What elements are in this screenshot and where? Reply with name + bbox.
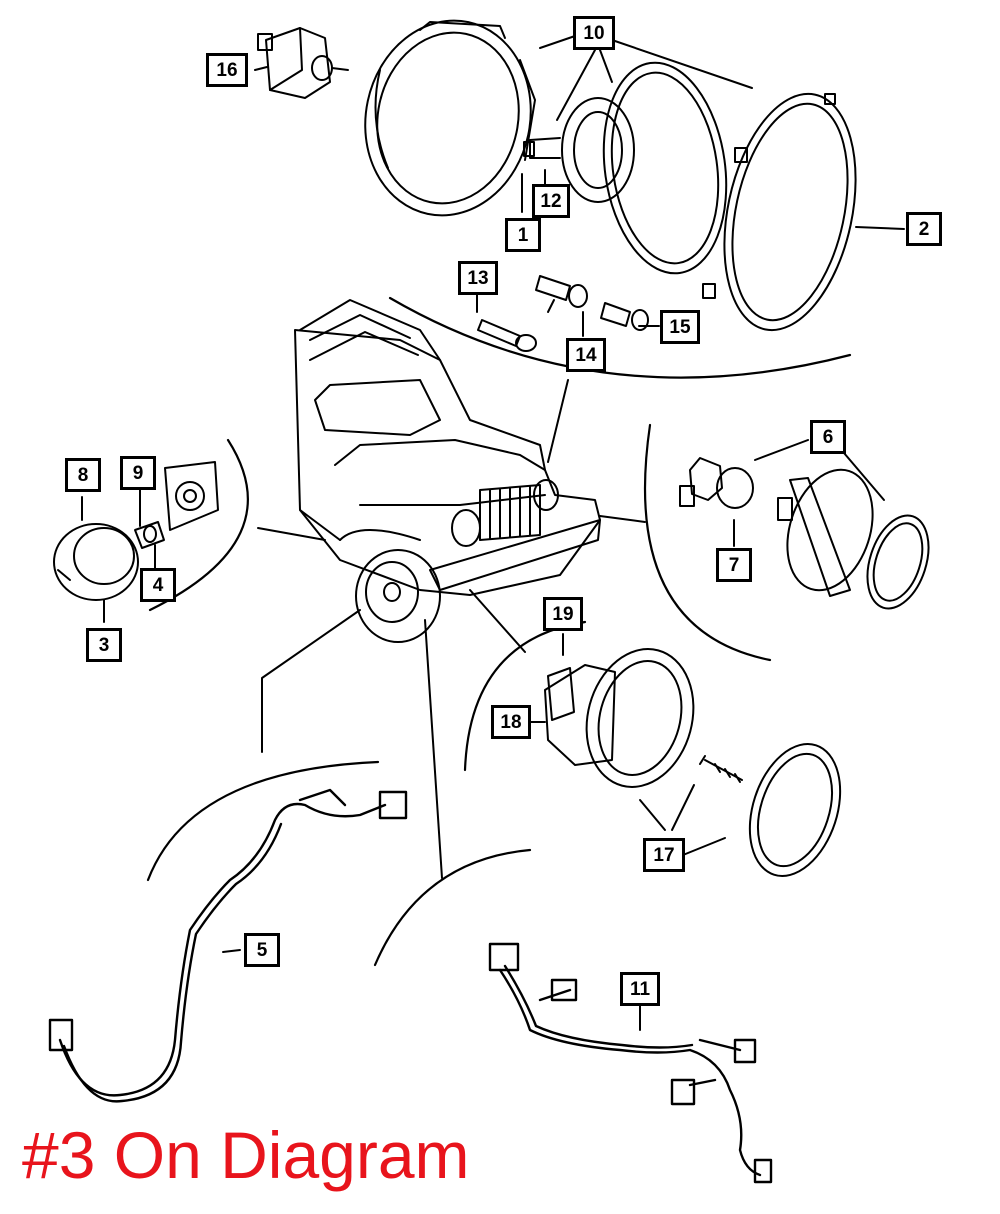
park-turn-lens-part <box>866 514 930 610</box>
callout-19: 19 <box>543 597 583 631</box>
headlamp-housing-part <box>523 97 635 203</box>
callout-7: 7 <box>716 548 752 582</box>
left-harness-group-arc <box>146 760 380 882</box>
bulb-13-part <box>477 319 537 352</box>
headlamp-bezel-part <box>702 92 857 332</box>
park-turn-bulb-part <box>679 457 754 509</box>
callout-9: 9 <box>120 456 156 490</box>
park-turn-group-arc <box>643 423 772 662</box>
diagram-caption: #3 On Diagram <box>22 1118 470 1192</box>
callout-12: 12 <box>532 184 570 218</box>
right-harness-group-arc <box>373 848 532 967</box>
park-turn-housing-part <box>777 468 874 597</box>
right-wiring-harness-part <box>488 942 773 1184</box>
headlamp-group-arc <box>388 296 852 379</box>
callout-6: 6 <box>810 420 846 454</box>
leader-lines <box>81 35 905 1031</box>
callout-8: 8 <box>65 458 101 492</box>
callout-14: 14 <box>566 338 606 372</box>
callout-1: 1 <box>505 218 541 252</box>
side-marker-lens-part <box>53 523 139 601</box>
callout-16: 16 <box>206 53 248 87</box>
fog-lamp-lens-part <box>748 743 842 877</box>
leveling-motor-part <box>257 27 349 99</box>
callout-15: 15 <box>660 310 700 344</box>
callout-4: 4 <box>140 568 176 602</box>
side-marker-socket-part <box>164 461 219 531</box>
bulb-14-part <box>535 275 588 313</box>
side-marker-group-arc <box>148 438 249 612</box>
fog-lamp-group-arc <box>463 620 587 772</box>
callout-17: 17 <box>643 838 685 872</box>
jeep-vehicle <box>294 299 601 643</box>
bulb-15-part <box>600 302 649 331</box>
left-wiring-harness-part <box>48 788 408 1103</box>
callout-18: 18 <box>491 705 531 739</box>
callout-2: 2 <box>906 212 942 246</box>
group-arc-lines <box>146 296 852 967</box>
callout-11: 11 <box>620 972 660 1006</box>
callout-13: 13 <box>458 261 498 295</box>
fog-lamp-screw-part <box>699 755 743 783</box>
headlamp-mounting-ring-part <box>364 19 536 217</box>
headlamp-lens-part <box>602 61 728 275</box>
callout-10: 10 <box>573 16 615 50</box>
callout-5: 5 <box>244 933 280 967</box>
fog-lamp-housing-part <box>544 648 695 788</box>
side-marker-bulb-part <box>134 521 165 549</box>
callout-3: 3 <box>86 628 122 662</box>
